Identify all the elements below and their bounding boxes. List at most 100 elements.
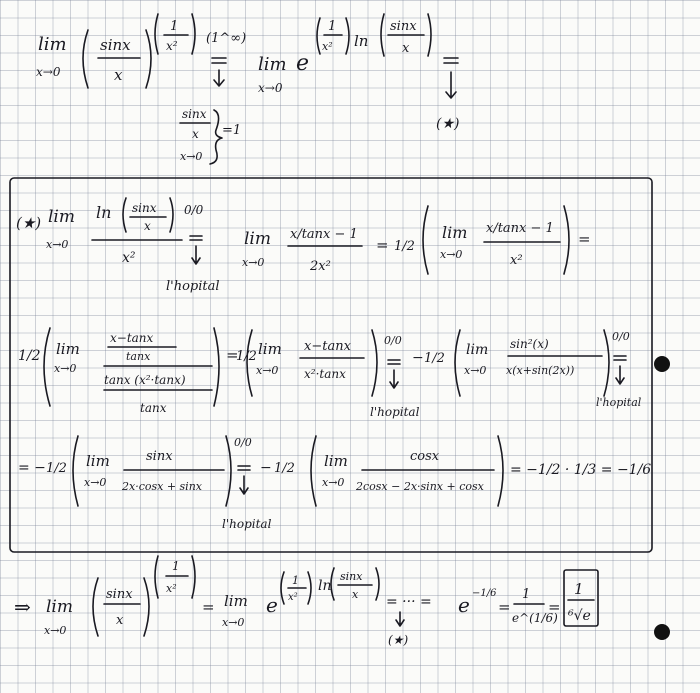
equals: = — [578, 230, 591, 248]
num-c: sin²(x) — [510, 337, 549, 351]
paren — [422, 205, 429, 275]
zero-over-zero-2: 0/0 — [612, 330, 630, 343]
lhopital-note: l'hopital — [222, 517, 272, 531]
exp-den: x² — [166, 39, 178, 53]
lim-label-3: lim — [466, 342, 488, 358]
den-x2: x² — [122, 250, 136, 266]
den-b: x²·tanx — [304, 367, 346, 381]
derivation-box — [9, 177, 653, 553]
half-3: 1/2 — [424, 351, 445, 366]
dots: = ··· = — [386, 594, 432, 610]
arrow-down — [239, 475, 249, 495]
minus-half: − — [412, 350, 424, 366]
zero-over-zero: 0/0 — [384, 334, 402, 347]
paren — [603, 329, 610, 397]
exp-paren — [154, 555, 159, 599]
equals: = — [226, 346, 239, 364]
minus: − — [260, 460, 272, 476]
frac-one: 1 — [522, 587, 530, 602]
answer-box — [563, 569, 599, 627]
frac-den-2: e^(1/6) — [512, 611, 558, 625]
equals-2: = — [498, 598, 511, 616]
num-b: x−tanx — [304, 339, 352, 354]
e-paren — [307, 571, 312, 605]
e-exp-num: 1 — [292, 574, 299, 587]
side-sub: x→0 — [180, 150, 202, 163]
lim-label-2: lim — [244, 229, 271, 249]
ln-paren-right — [427, 13, 432, 57]
frac-den: 2x² — [309, 259, 331, 274]
num-a: sinx — [146, 449, 173, 464]
lhopital-note-2: l'hopital — [596, 396, 642, 409]
final-result: = −1/2 · 1/3 = −1/6 — [510, 462, 651, 478]
lim-subscript-3: x→0 — [464, 364, 486, 377]
lim-subscript: x→0 — [46, 238, 68, 251]
lim-subscript: x→0 — [84, 476, 106, 489]
paren — [122, 197, 127, 233]
exp-paren-right — [191, 13, 196, 55]
den-a: 2x·cosx + sinx — [121, 480, 203, 493]
paren — [169, 197, 174, 233]
lim-label-2: lim — [258, 54, 287, 75]
arrow-down — [191, 245, 201, 265]
ln-den: x — [352, 588, 359, 601]
punch-hole — [654, 624, 670, 640]
lim-label: lim — [56, 340, 80, 358]
minus-half: = − — [18, 460, 46, 476]
paren — [497, 435, 504, 507]
den-b: 2cosx − 2x·sinx + cosx — [355, 480, 485, 493]
lim-label: lim — [38, 34, 67, 55]
euler-e: e — [266, 593, 278, 617]
e-pow: e — [458, 593, 470, 617]
ln-paren-left — [380, 13, 385, 57]
den-a: tanx (x²·tanx) — [104, 373, 186, 387]
star-ref: (★) — [388, 633, 408, 647]
ln-num: sinx — [390, 19, 417, 34]
lim-subscript: x→0 — [36, 65, 61, 79]
lim-subscript-2: x→0 — [222, 616, 244, 629]
den-c: x(x+sin(2x)) — [506, 364, 574, 377]
arrow-down — [395, 611, 405, 627]
lim-label: lim — [86, 452, 110, 470]
star-label: (★) — [16, 214, 41, 232]
lim-subscript-2: x→0 — [242, 256, 264, 269]
exp-paren — [191, 555, 196, 599]
answer-den: ⁶√e — [567, 608, 591, 624]
arrow-down — [213, 69, 225, 87]
side-num: sinx — [182, 107, 207, 121]
ln-label: ln — [318, 578, 332, 594]
lim-subscript-2: x→0 — [258, 81, 283, 95]
paren-left — [82, 29, 89, 89]
lim-label-2: lim — [224, 592, 248, 610]
paren — [72, 435, 79, 507]
ln-label: ln — [96, 203, 111, 222]
conclusion: ⇒ lim x→0 sinx x 1 x² = lim x→0 e 1 x² l… — [14, 555, 599, 647]
lim-subscript-2: x→0 — [322, 476, 344, 489]
zero-over-zero: 0/0 — [184, 203, 204, 217]
frac-num: sinx — [106, 587, 133, 602]
ln-paren — [330, 567, 335, 601]
ln-num: sinx — [340, 570, 363, 583]
paren — [213, 327, 220, 407]
paren — [246, 329, 253, 397]
paren — [92, 577, 99, 637]
lim-label: lim — [46, 597, 73, 617]
lim-label-3: lim — [442, 223, 467, 242]
side-den: x — [192, 127, 199, 141]
paren — [310, 435, 317, 507]
zero-over-zero: 0/0 — [234, 436, 252, 449]
lhopital-note: l'hopital — [166, 279, 220, 294]
ln-den: x — [402, 41, 410, 56]
side-eq: =1 — [222, 123, 241, 138]
paren — [454, 329, 461, 397]
star-ref: (★) — [436, 116, 459, 132]
lim-subscript: x→0 — [54, 362, 76, 375]
frac-den: x — [116, 613, 124, 628]
side-brace — [209, 109, 223, 165]
e-exp-num: 1 — [328, 19, 336, 34]
frac-num: sinx — [100, 36, 131, 54]
frac2-num: x/tanx − 1 — [486, 221, 554, 236]
half: 1/2 — [46, 461, 67, 476]
exp-paren-left — [154, 13, 159, 55]
